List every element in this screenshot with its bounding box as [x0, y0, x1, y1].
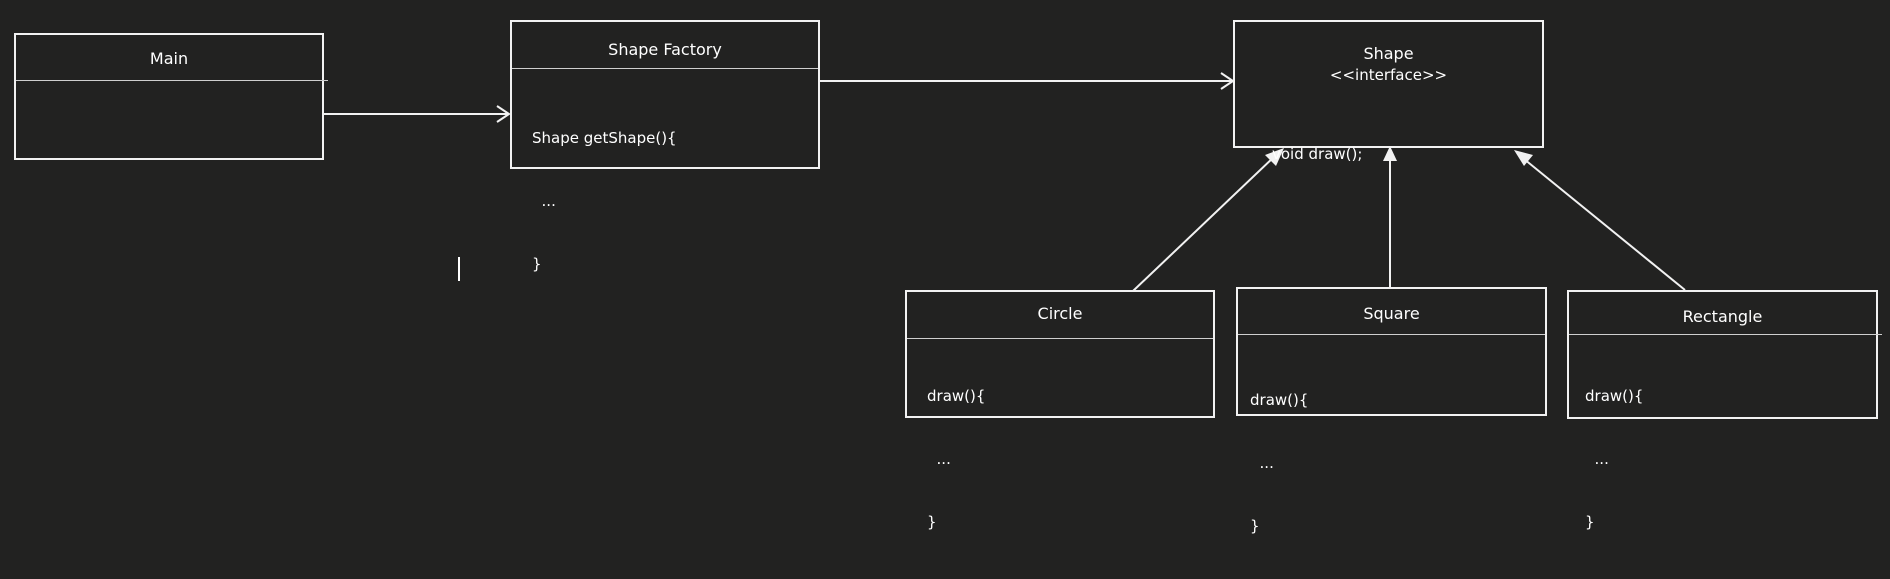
code-line: draw(){	[1250, 391, 1309, 409]
connectors	[323, 72, 1686, 292]
class-title-rectangle: Rectangle	[1682, 307, 1763, 326]
code-line: ...	[532, 192, 556, 210]
code-line: draw(){	[927, 387, 986, 405]
class-box-circle[interactable]: Circle draw(){ ... }	[905, 290, 1215, 531]
code-line: ...	[1585, 450, 1609, 468]
class-box-shape-factory[interactable]: Shape Factory Shape getShape(){ ... }	[510, 20, 820, 273]
arrow-circle-to-shape	[1132, 148, 1284, 292]
class-box-square[interactable]: Square draw(){ ... }	[1236, 287, 1547, 535]
arrow-square-to-shape	[1383, 146, 1397, 287]
code-line: Shape getShape(){	[532, 129, 677, 147]
class-box-main[interactable]: Main	[14, 33, 328, 160]
class-title-main: Main	[149, 49, 189, 68]
class-body-rectangle: draw(){ ... }	[1585, 344, 1643, 575]
code-line: }	[927, 513, 937, 531]
text-cursor	[458, 257, 460, 281]
code-line: ...	[927, 450, 951, 468]
interface-title-shape: Shape	[1363, 44, 1414, 63]
class-divider	[1238, 334, 1545, 335]
class-divider	[907, 338, 1213, 339]
interface-box-shape[interactable]: Shape <<interface>> void draw();	[1233, 20, 1544, 163]
arrow-factory-to-shape	[819, 72, 1235, 90]
code-line: draw(){	[1585, 387, 1644, 405]
class-title-square: Square	[1363, 304, 1420, 323]
code-line: ...	[1250, 454, 1274, 472]
class-body-circle: draw(){ ... }	[927, 344, 985, 575]
arrow-rectangle-to-shape	[1514, 150, 1686, 291]
interface-stereotype: <<interface>>	[1329, 66, 1448, 84]
code-line: }	[1585, 513, 1595, 531]
class-divider	[1569, 334, 1882, 335]
code-line: void draw();	[1272, 145, 1363, 163]
code-line: }	[1250, 517, 1260, 535]
class-body-square: draw(){ ... }	[1250, 348, 1308, 579]
class-box-rectangle[interactable]: Rectangle draw(){ ... }	[1567, 290, 1882, 531]
class-divider	[512, 68, 818, 69]
class-title-shape-factory: Shape Factory	[608, 40, 722, 59]
class-title-circle: Circle	[1037, 304, 1083, 323]
arrow-main-to-factory	[323, 105, 511, 123]
interface-body-shape: void draw();	[1272, 102, 1362, 207]
class-divider	[16, 80, 328, 81]
code-line: }	[532, 255, 542, 273]
class-body-shape-factory: Shape getShape(){ ... }	[532, 86, 677, 317]
